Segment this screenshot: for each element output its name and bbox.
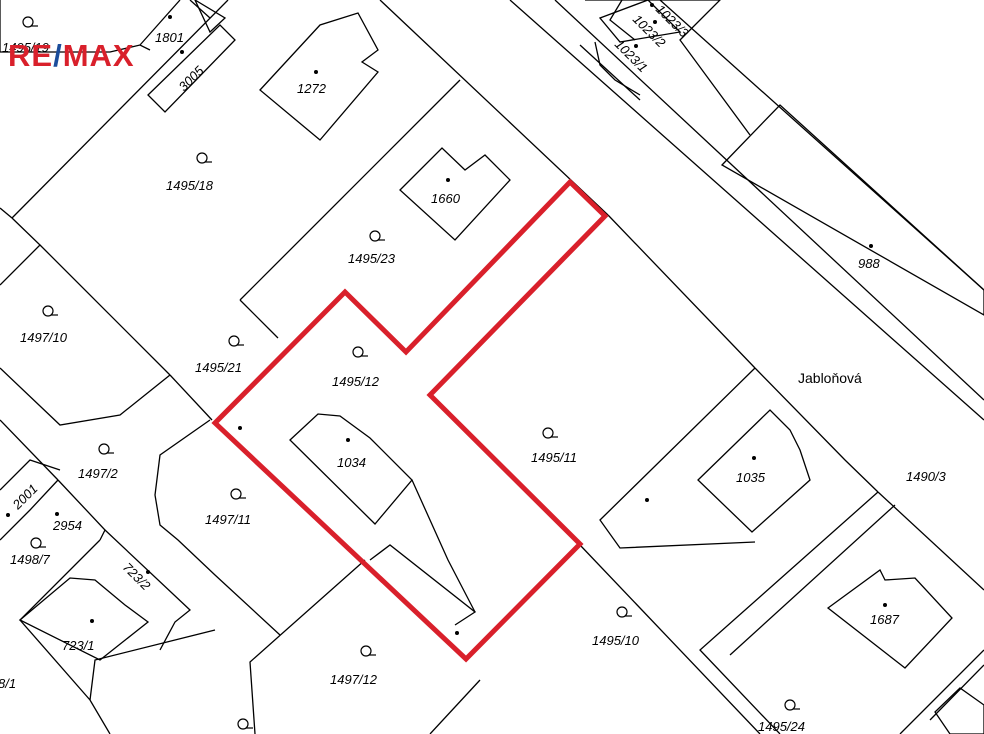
label-3005: 3005	[176, 63, 208, 95]
label-1272: 1272	[297, 81, 327, 96]
label-1495-19: 1495/19	[2, 40, 49, 55]
parcel-symbol	[228, 335, 244, 347]
street-name-label: Jabloňová	[798, 370, 862, 386]
label-723-1: 723/1	[62, 638, 95, 653]
remax-logo: RE/MAX	[8, 40, 135, 71]
label-2954: 2954	[52, 518, 82, 533]
parcel-symbol	[22, 16, 38, 28]
label-1495-23: 1495/23	[348, 251, 396, 266]
parcel-symbol	[369, 230, 385, 242]
parcel-symbol	[42, 305, 58, 317]
label-1034: 1034	[337, 455, 366, 470]
label-723-2: 723/2	[120, 560, 154, 594]
parcel-symbol	[352, 346, 368, 358]
label-1801: 1801	[155, 30, 184, 45]
parcel-symbol	[542, 427, 558, 439]
label-2001: 2001	[9, 481, 41, 513]
label-1495-12: 1495/12	[332, 374, 380, 389]
label-1495-21: 1495/21	[195, 360, 242, 375]
parcel-symbol	[98, 443, 114, 455]
highlighted-plot-boundary	[211, 178, 609, 663]
label-1495-18: 1495/18	[166, 178, 214, 193]
parcel-labels: 1495/19 1801 3005 1272 1495/18 1660 1495…	[0, 2, 947, 734]
label-1497-12: 1497/12	[330, 672, 378, 687]
label-1023-1: 1023/1	[612, 37, 651, 76]
label-1497-2: 1497/2	[78, 466, 119, 481]
label-1495-24: 1495/24	[758, 719, 805, 734]
label-1495-10: 1495/10	[592, 633, 640, 648]
label-8-1: 8/1	[0, 676, 16, 691]
label-1495-11: 1495/11	[531, 450, 577, 465]
parcel-symbol	[616, 606, 632, 618]
parcel-symbol	[30, 537, 46, 549]
label-1497-10: 1497/10	[20, 330, 68, 345]
logo-slash: /	[53, 38, 63, 73]
parcel-symbol	[360, 645, 376, 657]
parcel-symbol	[230, 488, 246, 500]
definition-points	[6, 3, 887, 635]
parcel-symbols	[22, 16, 800, 730]
label-988: 988	[858, 256, 880, 271]
label-1687: 1687	[870, 612, 900, 627]
logo-text-re: RE	[8, 38, 54, 73]
label-1035: 1035	[736, 470, 766, 485]
label-1497-11: 1497/11	[205, 512, 251, 527]
parcel-symbol	[237, 718, 253, 730]
label-1660: 1660	[431, 191, 461, 206]
label-1498-7: 1498/7	[10, 552, 51, 567]
parcel-symbol	[196, 152, 212, 164]
parcel-symbol	[784, 699, 800, 711]
logo-text-max: MAX	[62, 38, 135, 73]
label-1490-3: 1490/3	[906, 469, 947, 484]
